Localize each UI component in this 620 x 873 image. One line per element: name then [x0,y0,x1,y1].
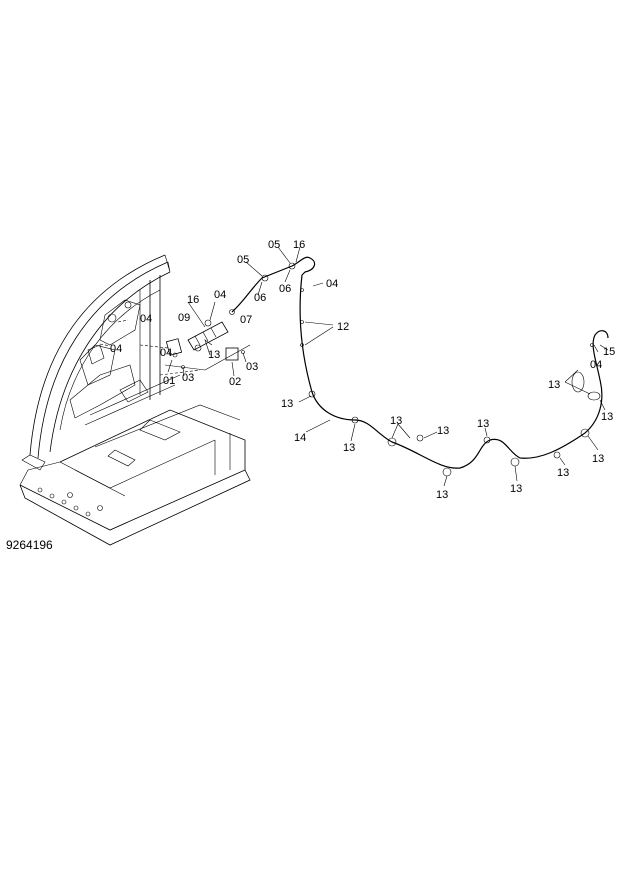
callout-04: 04 [326,278,338,290]
hose-line-drawing [231,256,609,477]
callout-04: 04 [160,347,172,359]
callout-16: 16 [293,239,305,251]
callout-04: 04 [110,343,122,355]
callout-02: 02 [229,376,241,388]
leader-lines [167,246,609,487]
callout-13: 13 [390,415,402,427]
callout-13: 13 [436,489,448,501]
callout-13: 13 [437,425,449,437]
callout-13: 13 [510,483,522,495]
callout-06: 06 [279,283,291,295]
callout-03: 03 [182,372,194,384]
callout-13: 13 [208,349,220,361]
callout-14: 14 [294,432,306,444]
callout-05: 05 [268,239,280,251]
callout-15: 15 [603,346,615,358]
callout-04: 04 [140,313,152,325]
callout-13: 13 [592,453,604,465]
callout-04: 04 [214,289,226,301]
callout-04: 04 [590,359,602,371]
callout-13: 13 [281,398,293,410]
callout-07: 07 [240,314,252,326]
callout-16: 16 [187,294,199,306]
callout-09: 09 [178,312,190,324]
callout-01: 01 [163,375,175,387]
callout-13: 13 [477,418,489,430]
callout-labels: 04 04 04 04 04 04 16 16 09 13 01 03 03 0… [110,239,615,501]
callout-13: 13 [343,442,355,454]
machine-frame-drawing [19,254,251,546]
callout-13: 13 [601,411,613,423]
drawing-number: 9264196 [6,538,53,552]
callout-03: 03 [246,361,258,373]
callout-13: 13 [557,467,569,479]
callout-12: 12 [337,321,349,333]
callout-13: 13 [548,379,560,391]
callout-06: 06 [254,292,266,304]
valve-assembly-drawing [164,309,251,371]
callout-05: 05 [237,254,249,266]
